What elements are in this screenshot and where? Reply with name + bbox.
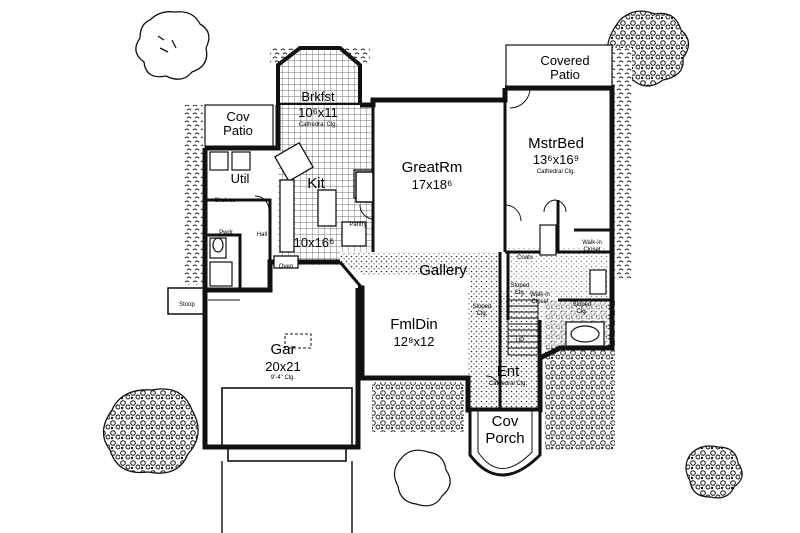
label-gallery: Gallery: [419, 262, 467, 279]
windows: [208, 85, 600, 377]
label-covered-patio: Covered Patio: [540, 53, 590, 82]
cov-porch: [468, 408, 542, 477]
label-brkfst: Brkfst: [301, 89, 335, 104]
label-gar-size: 20x21: [265, 359, 301, 374]
tree-bottom-right: [685, 445, 743, 499]
hedge-left: [183, 105, 203, 285]
label-cov-porch: Cov Porch: [485, 413, 525, 447]
label-pantry: Pantry: [349, 222, 367, 228]
label-kit-size: 10x16⁶: [293, 235, 335, 250]
label-walk-in-closet-1: Walk-in Closet: [582, 240, 602, 253]
label-walk-in-closet-2: Walk-in Closet: [530, 292, 550, 305]
label-shelves: Shelves: [214, 198, 236, 204]
interior-walls: [205, 88, 612, 410]
label-cov-patio: Cov Patio: [223, 109, 253, 139]
label-sloped-clg-1: Sloped Clg.: [510, 283, 530, 296]
label-coats: Coats: [517, 255, 533, 261]
tree-bottom-mid: [393, 449, 451, 507]
label-fml-din: FmlDin: [390, 316, 438, 333]
covered-patio-area: [505, 44, 613, 91]
gallery-floor: [340, 252, 500, 290]
label-ent: Ent: [496, 363, 520, 380]
cov-patio-area: [204, 104, 274, 148]
label-pwdr: Pwdr: [219, 230, 233, 236]
label-mstr-bed-ceiling: Cathedral Clg.: [536, 169, 576, 175]
label-sloped-clg-2: Sloped Clg.: [472, 304, 492, 317]
util-fixtures: [209, 151, 251, 287]
label-stoop: Stoop: [179, 302, 195, 308]
hedge-right-top: [612, 48, 632, 278]
label-brkfst-ceiling: Cathedral Clg.: [298, 122, 338, 128]
label-mstr-bed: MstrBed: [528, 135, 584, 152]
label-mstr-bed-size: 13⁶x16⁹: [532, 152, 580, 167]
label-oven: Oven: [278, 264, 294, 270]
label-gar: Gar: [270, 341, 296, 358]
label-gar-ceiling: 9'-4" Clg.: [270, 375, 296, 381]
tree-bottom-left: [102, 388, 199, 474]
door-swings: [254, 87, 567, 391]
attic-access: [284, 333, 312, 349]
label-great-rm: GreatRm: [401, 159, 463, 176]
label-fml-din-size: 12⁸x12: [393, 334, 435, 349]
stairs: [507, 299, 539, 356]
label-ent-ceiling: Cathedral Clg.: [488, 381, 528, 387]
label-brkfst-size: 10⁶x11: [298, 105, 338, 120]
label-sloped-clg-3: Sloped Clg.: [572, 302, 592, 315]
label-kit: Kit: [307, 175, 325, 192]
label-hall: Hall: [256, 232, 268, 238]
garage-door: [221, 387, 353, 462]
label-great-rm-size: 17x18⁶: [411, 177, 453, 192]
label-util: Util: [230, 171, 250, 186]
tree-top-left: [135, 11, 210, 80]
shrubs-front: [372, 382, 464, 432]
stoop: [167, 287, 207, 315]
label-up: UP: [515, 338, 525, 344]
bath-fixtures: [539, 224, 607, 347]
fireplace: [355, 171, 374, 203]
